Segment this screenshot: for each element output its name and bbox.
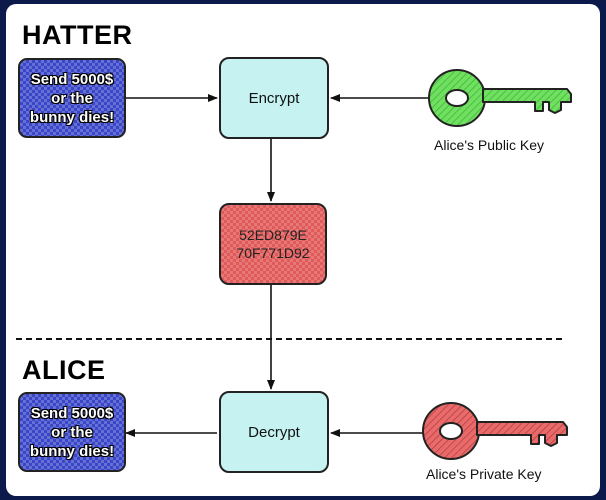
private-key-icon <box>421 402 568 460</box>
decrypt-node: Decrypt <box>219 391 329 473</box>
public-key-label: Alice's Public Key <box>434 137 545 153</box>
private-key-label: Alice's Private Key <box>426 466 542 482</box>
alice-section-title: ALICE <box>22 355 106 385</box>
encrypt-node: Encrypt <box>219 57 329 139</box>
hatter-section-title: HATTER <box>22 20 133 50</box>
plaintext-message-bottom: Send 5000$ or the bunny dies! <box>18 392 126 472</box>
plaintext-message-top: Send 5000$ or the bunny dies! <box>18 58 126 138</box>
ciphertext-node: 52ED879E 70F771D92 <box>219 203 327 285</box>
public-key-icon <box>427 69 572 127</box>
